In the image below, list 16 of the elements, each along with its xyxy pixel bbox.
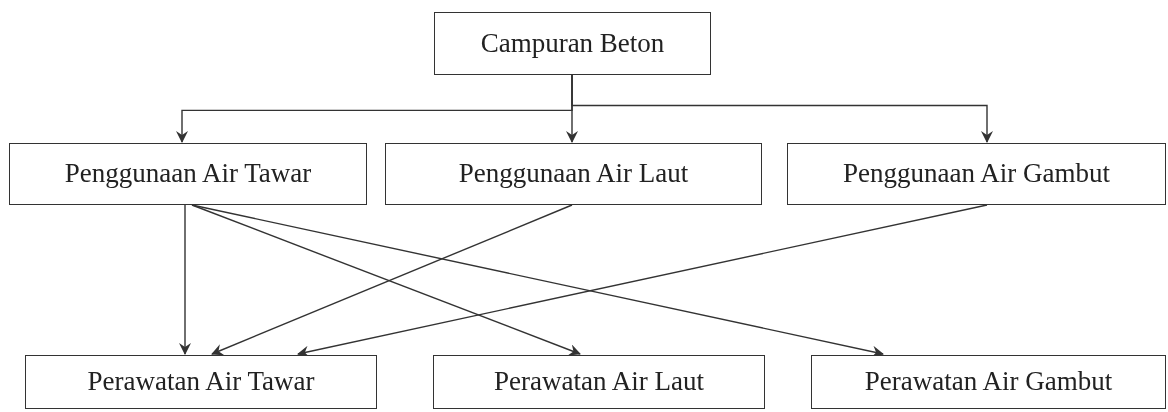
process-box <box>787 143 1166 205</box>
process-box <box>385 143 762 205</box>
arrow <box>179 204 191 355</box>
box-label: Perawatan Air Gambut <box>864 365 1113 399</box>
process-box <box>25 355 377 409</box>
box-label: Perawatan Air Tawar <box>87 365 315 399</box>
process-box <box>433 355 765 409</box>
process-box <box>811 355 1166 409</box>
process-box <box>434 12 711 75</box>
box-label: Campuran Beton <box>480 26 665 60</box>
box-label: Perawatan Air Laut <box>494 365 704 399</box>
arrow <box>571 74 993 143</box>
process-box <box>9 143 367 205</box>
box-label: Penggunaan Air Laut <box>458 157 689 191</box>
box-label: Penggunaan Air Tawar <box>64 157 312 191</box>
box-label: Penggunaan Air Gambut <box>843 157 1110 191</box>
